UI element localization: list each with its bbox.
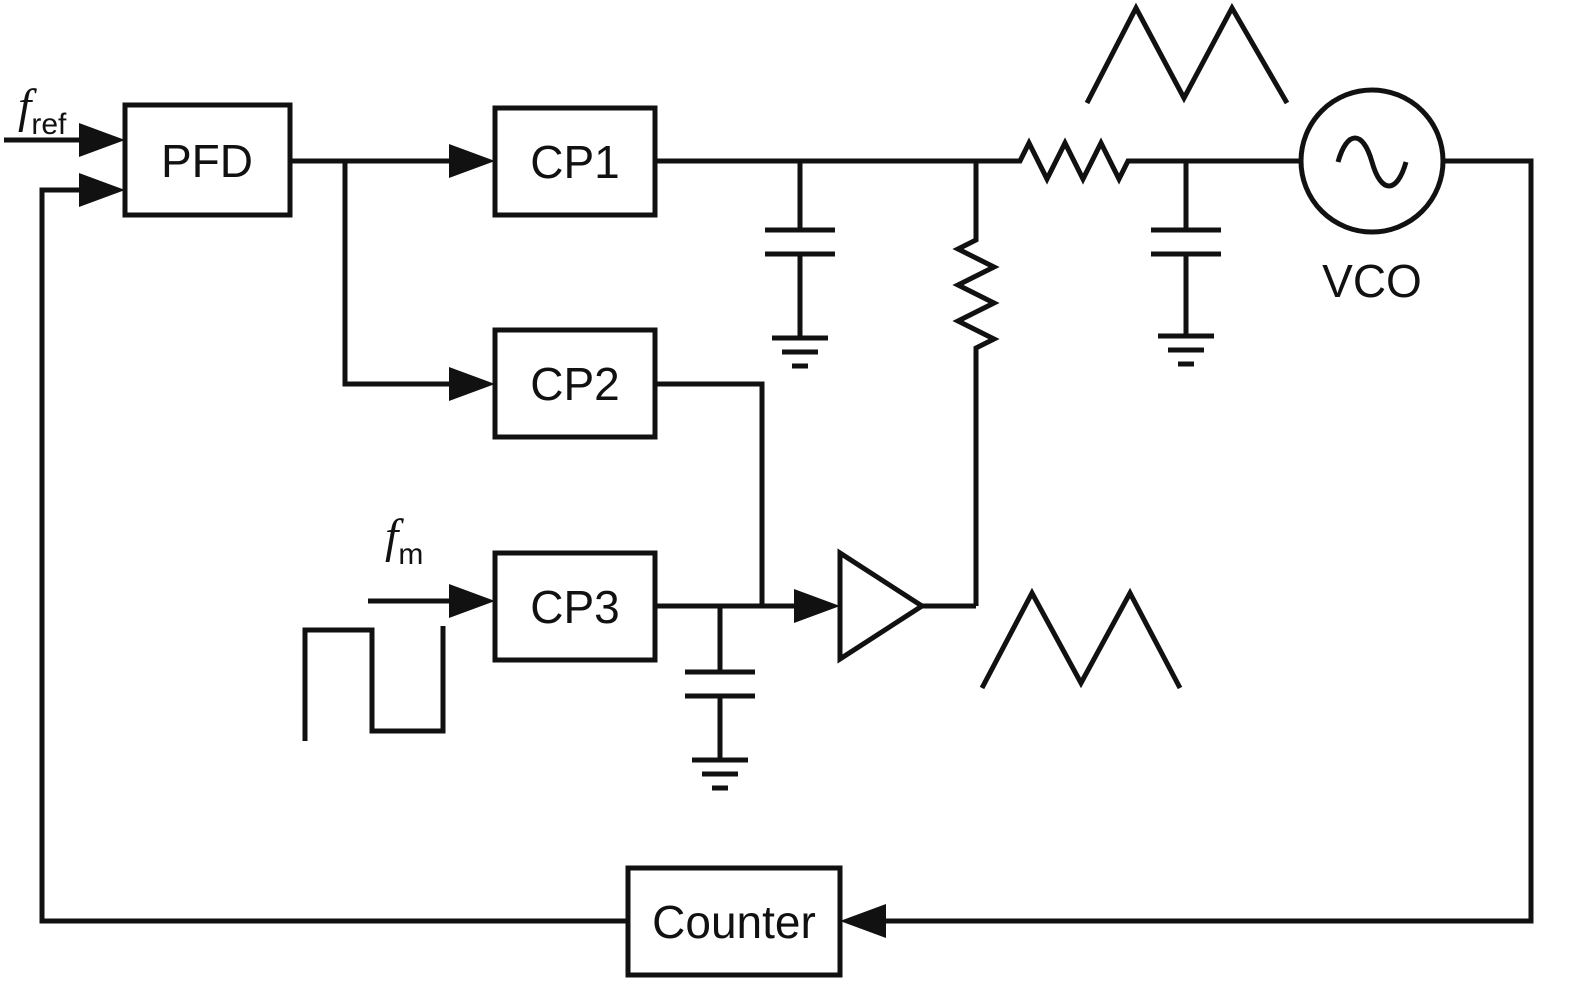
cp1-label: CP1	[530, 136, 619, 188]
amplifier-icon	[837, 548, 927, 664]
square-wave-icon	[302, 626, 446, 741]
pfd-block	[122, 102, 293, 218]
pfd-label: PFD	[161, 135, 253, 187]
capacitor-icon	[1151, 227, 1221, 257]
capacitor-icon	[765, 227, 835, 257]
wire-cp1-to-vco-with-series-resistor	[655, 137, 1301, 185]
cp1-block	[492, 105, 658, 218]
ground-icon	[1158, 333, 1214, 367]
arrowhead-icon	[79, 123, 125, 157]
vco-label: VCO	[1322, 255, 1422, 307]
counter-label: Counter	[652, 896, 816, 948]
counter-block	[625, 865, 843, 978]
arrowhead-icon	[840, 904, 886, 938]
cp2-block	[492, 327, 658, 440]
triangle-wave-icon	[979, 587, 1183, 690]
triangle-wave-icon	[1084, 2, 1290, 105]
cp3-label: CP3	[530, 581, 619, 633]
ground-icon	[772, 335, 828, 369]
wire-vertical-resistor-branch	[952, 161, 1000, 606]
wire-cp2-output	[655, 381, 765, 606]
arrowhead-icon	[449, 144, 495, 178]
arrowhead-icon	[449, 367, 495, 401]
arrowhead-icon	[449, 584, 495, 618]
cp2-label: CP2	[530, 358, 619, 410]
arrowhead-icon	[79, 173, 125, 207]
f-m-label: fm	[385, 510, 423, 571]
wire-pfd-to-cp2	[342, 161, 451, 387]
f-ref-label: fref	[18, 80, 67, 141]
wire-vco-to-counter	[886, 158, 1534, 924]
sine-wave-icon	[1335, 135, 1409, 189]
arrowhead-icon	[794, 589, 840, 623]
capacitor-icon	[685, 669, 755, 699]
wire-feedback-counter-to-pfd	[39, 187, 628, 924]
ground-icon	[692, 757, 748, 791]
cp3-block	[492, 550, 658, 663]
